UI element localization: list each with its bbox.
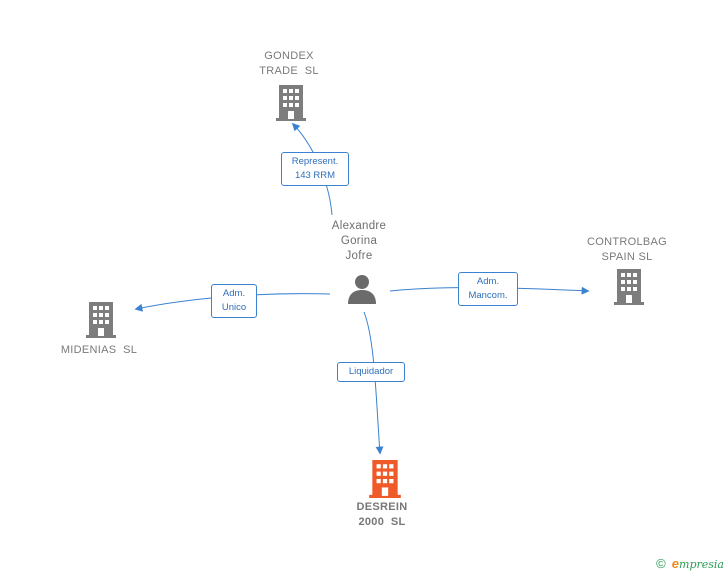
node-label-gondex[interactable]: GONDEX TRADE SL [239,49,339,79]
node-label-midenias[interactable]: MIDENIAS SL [44,343,154,358]
edge-label-line: 143 RRM [294,170,336,181]
node-label-line: CONTROLBAG [586,236,667,248]
node-label-line: DESREIN [356,501,408,513]
building-icon-highlighted [369,460,401,498]
edge-label-represent[interactable]: Represent. 143 RRM [281,152,349,186]
node-label-line: TRADE SL [259,65,319,77]
footer-brand: © empresia [656,556,724,571]
edge-label-adm-mancom[interactable]: Adm. Mancom. [458,272,518,306]
node-label-line: SPAIN SL [601,251,653,263]
edge-label-line: Liquidador [348,366,394,377]
edge-to-desrein [363,311,384,455]
copyright-symbol: © [656,556,666,571]
edge-label-line: Represent. [291,156,339,167]
node-label-line: Jofre [345,250,373,262]
node-label-line: 2000 SL [358,516,406,528]
edge-label-line: Mancom. [468,290,508,301]
edge-label-line: Adm. [476,276,500,287]
building-icon [276,85,306,121]
node-label-person[interactable]: Alexandre Gorina Jofre [309,219,409,264]
building-icon [86,302,116,338]
node-label-line: Gorina [340,235,378,247]
person-icon [348,275,376,304]
node-label-line: Alexandre [331,220,387,232]
edge-label-liquidador[interactable]: Liquidador [337,362,405,382]
brand-logo-text: mpresia [679,558,724,571]
node-label-desrein[interactable]: DESREIN 2000 SL [332,500,432,530]
edge-label-line: Unico [221,302,247,313]
edge-label-adm-unico[interactable]: Adm. Unico [211,284,257,318]
building-icon [614,269,644,305]
edge-label-line: Adm. [222,288,246,299]
node-label-controlbag[interactable]: CONTROLBAG SPAIN SL [572,235,682,265]
node-label-line: MIDENIAS SL [60,344,138,356]
node-label-line: GONDEX [264,50,314,62]
brand-logo-initial: e [671,556,680,571]
